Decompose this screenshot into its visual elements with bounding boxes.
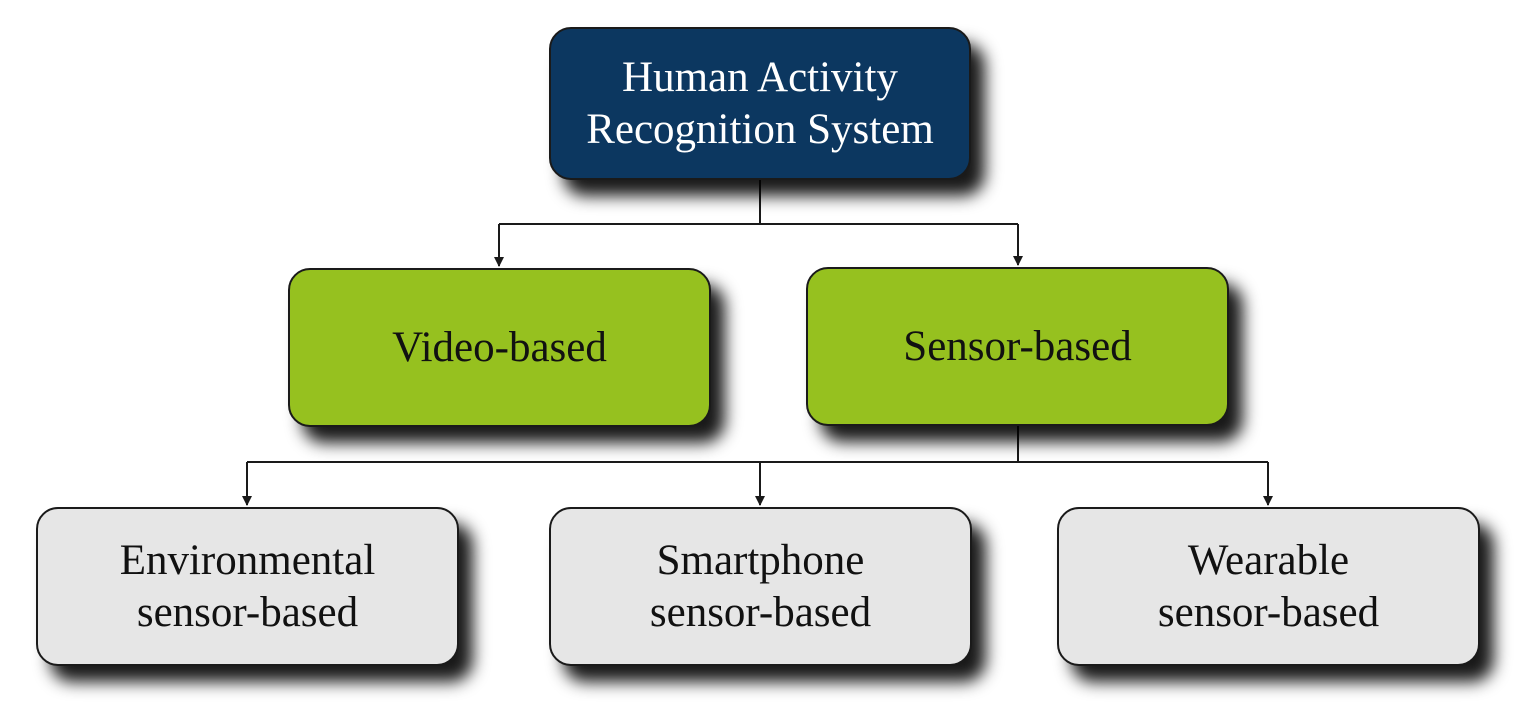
node-video-based-label: Video-based xyxy=(392,323,607,371)
node-root-line1: Human Activity xyxy=(622,53,898,101)
node-wearable-sensor-based: Wearable sensor-based xyxy=(1057,507,1480,666)
node-sensor-based-label: Sensor-based xyxy=(903,322,1132,370)
node-smartphone-text: Smartphone sensor-based xyxy=(650,535,871,638)
node-wearable-line1: Wearable xyxy=(1187,536,1350,584)
node-environmental-text: Environmental sensor-based xyxy=(120,535,376,638)
node-wearable-line2: sensor-based xyxy=(1157,588,1380,636)
node-human-activity-recognition-system: Human Activity Recognition System xyxy=(549,27,971,180)
node-wearable-text: Wearable sensor-based xyxy=(1158,535,1379,638)
node-smartphone-line2: sensor-based xyxy=(649,588,872,636)
node-root-line2: Recognition System xyxy=(586,105,934,153)
node-root-text: Human Activity Recognition System xyxy=(586,52,934,155)
node-smartphone-line1: Smartphone xyxy=(656,536,865,584)
node-environmental-line2: sensor-based xyxy=(136,588,359,636)
node-environmental-line1: Environmental xyxy=(119,536,376,584)
node-video-based: Video-based xyxy=(288,268,711,427)
node-environmental-sensor-based: Environmental sensor-based xyxy=(36,507,459,666)
node-smartphone-sensor-based: Smartphone sensor-based xyxy=(549,507,972,666)
node-sensor-based: Sensor-based xyxy=(806,267,1229,426)
